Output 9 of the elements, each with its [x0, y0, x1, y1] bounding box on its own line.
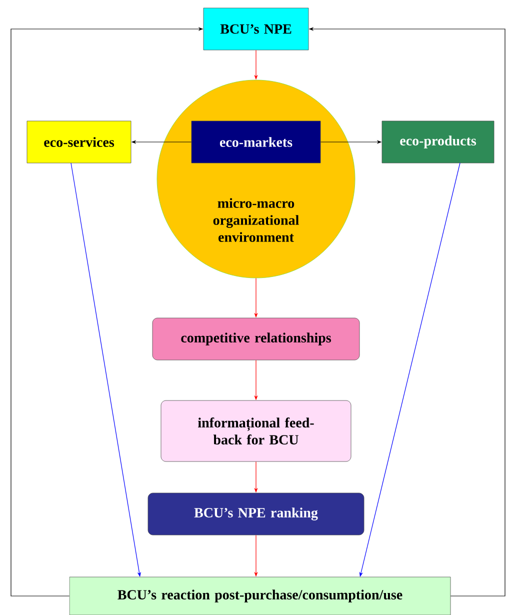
process-box: eco-services: [26, 120, 132, 164]
market-box: eco-markets: [191, 120, 321, 164]
node-text: micro-macro organizational environment: [213, 198, 299, 242]
process-box: BCU’s reaction post-purchase/consumption/use: [69, 576, 451, 615]
process-box: BCU’s NPE ranking: [148, 492, 364, 536]
process-box: competitive relationships: [152, 318, 360, 360]
process-box: eco-products: [382, 120, 494, 164]
process-box: informațional feed-back for BCU: [160, 400, 352, 462]
process-box: BCU’s NPE: [203, 8, 309, 50]
